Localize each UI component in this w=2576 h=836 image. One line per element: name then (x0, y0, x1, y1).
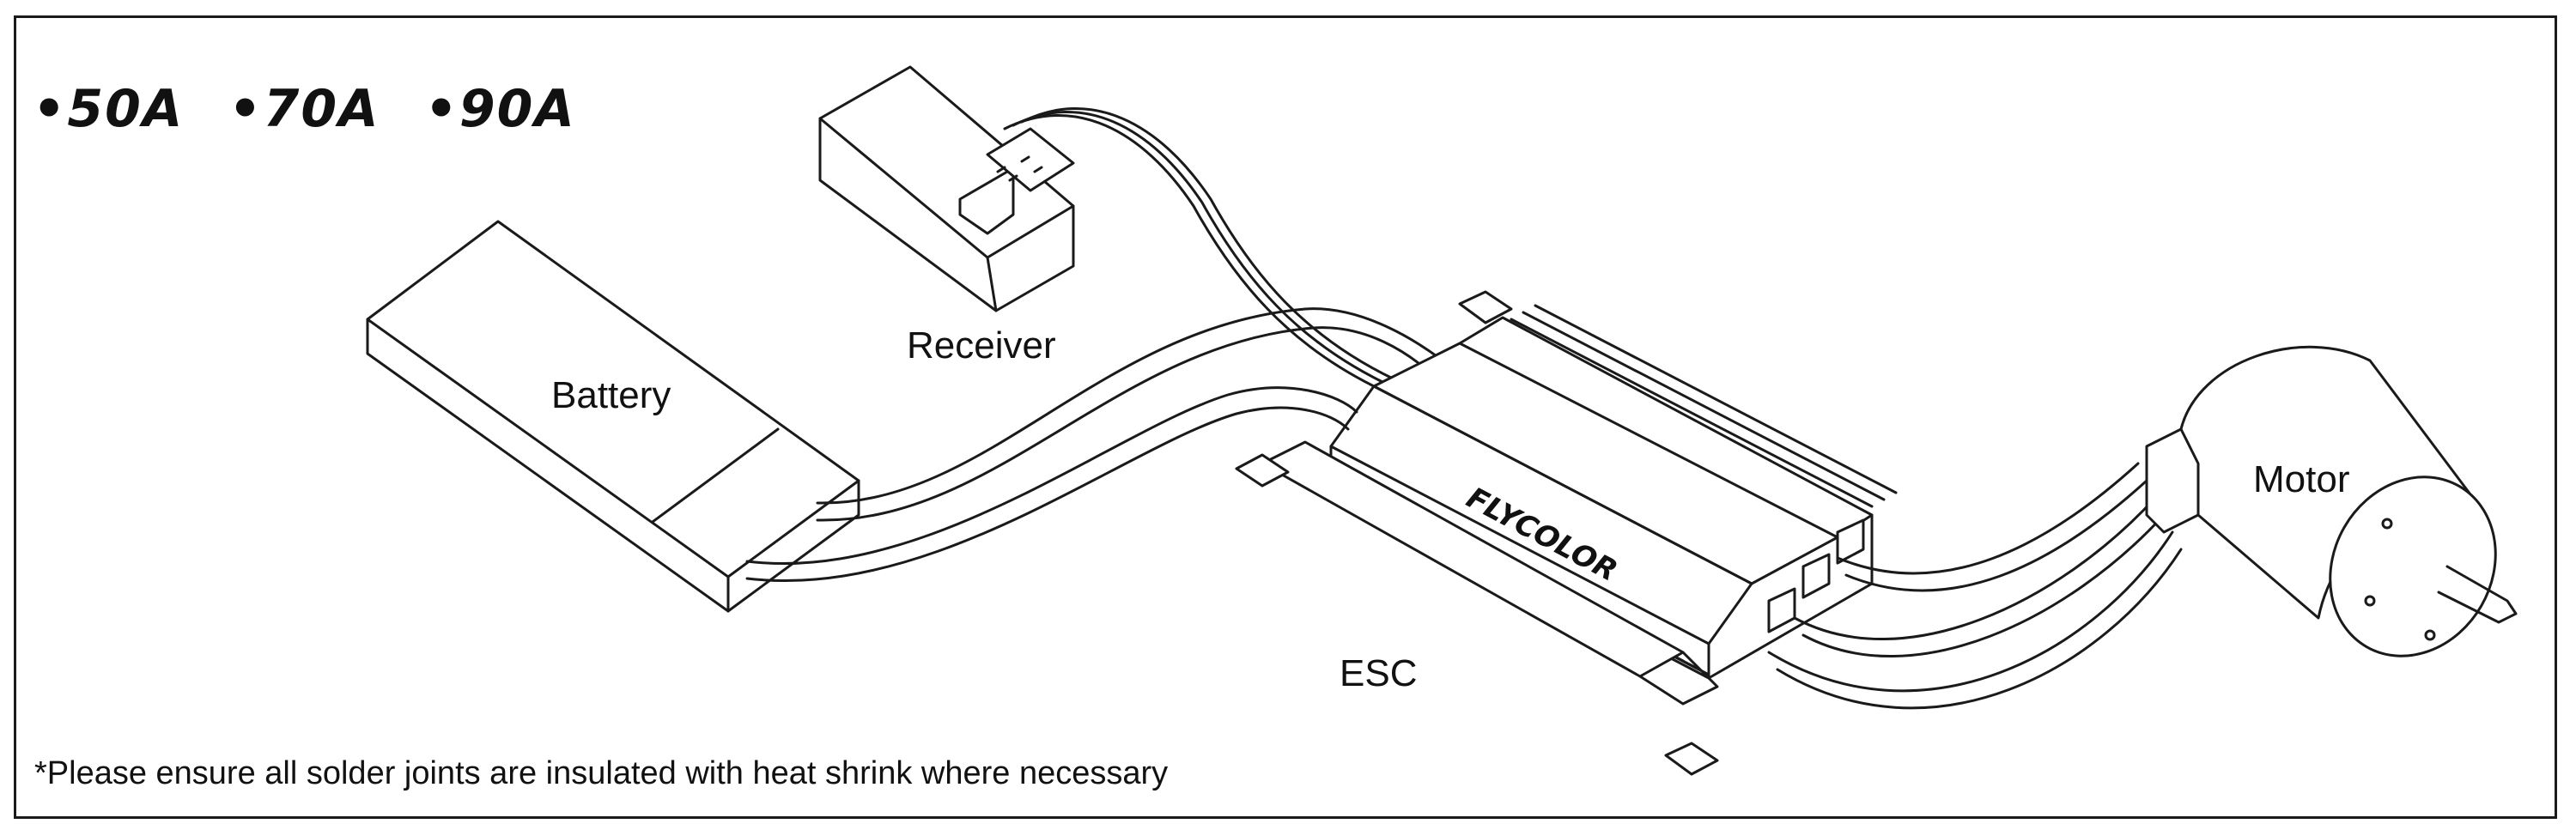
motor-shape (2145, 345, 2518, 657)
model-70a: •70A (228, 79, 380, 139)
esc-shape (1235, 290, 1898, 776)
motor-label: Motor (2253, 458, 2350, 500)
battery-shape (366, 220, 860, 613)
receiver-wires (1003, 107, 1396, 388)
receiver-shape (818, 65, 1075, 312)
motor-cables (1767, 462, 2183, 710)
receiver-label: Receiver (907, 324, 1056, 367)
model-50a: •50A (33, 79, 185, 139)
model-list: •50A •70A •90A (33, 79, 576, 139)
esc-label: ESC (1340, 652, 1418, 694)
model-90a: •90A (424, 79, 576, 139)
battery-cables (745, 307, 1444, 583)
insulation-note: *Please ensure all solder joints are ins… (34, 755, 1169, 791)
battery-label: Battery (551, 374, 671, 416)
diagram-frame (14, 15, 2557, 819)
